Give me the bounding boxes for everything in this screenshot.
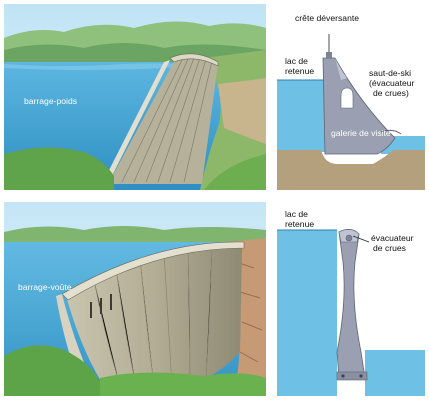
ski-jump-label-line2: (évacuateur bbox=[369, 78, 415, 88]
water-reflection bbox=[4, 63, 204, 70]
spillway-label-line2: de crues bbox=[373, 243, 406, 253]
ski-jump-lip bbox=[380, 129, 402, 135]
gravity-dam-section-diagram: crête déversante lac de retenue saut-de-… bbox=[277, 4, 425, 190]
arch-left-abutment bbox=[56, 294, 94, 386]
spillway-openings bbox=[90, 294, 112, 318]
foundation-bolt-right bbox=[359, 374, 363, 378]
reservoir-label-line1: lac de bbox=[285, 56, 308, 66]
crest-gate bbox=[326, 52, 332, 58]
arch-dam-label: barrage-voûte bbox=[18, 282, 72, 292]
arch-dam-cross-section: lac de retenue évacuateur de crues bbox=[277, 202, 425, 396]
spillway-crest bbox=[335, 58, 347, 80]
arch-dam-crest bbox=[61, 241, 245, 301]
arch-block-joints bbox=[93, 245, 213, 387]
dam-crest bbox=[169, 53, 219, 67]
arch-dam-illustration: barrage-voûte bbox=[4, 202, 266, 396]
gravity-dam-label: barrage-poids bbox=[24, 96, 77, 106]
foundation-ground bbox=[277, 150, 425, 190]
foundation-bolt-left bbox=[341, 374, 345, 378]
arch-dam-section-diagram: lac de retenue évacuateur de crues bbox=[277, 202, 425, 396]
spillway-gate bbox=[345, 234, 353, 242]
dam-downstream-face bbox=[108, 56, 218, 184]
reservoir-water bbox=[277, 230, 337, 396]
foreground-grass bbox=[4, 147, 114, 190]
ski-jump-label-line1: saut-de-ski bbox=[369, 68, 411, 78]
downstream-water bbox=[365, 350, 425, 396]
dam-block-joints bbox=[121, 57, 213, 183]
reservoir-water bbox=[277, 80, 329, 152]
crest-label: crête déversante bbox=[295, 13, 359, 23]
downstream-grass bbox=[100, 372, 266, 396]
gravity-dam-cross-section: crête déversante lac de retenue saut-de-… bbox=[277, 4, 425, 190]
gravity-dam-scene: barrage-poids bbox=[4, 4, 266, 190]
reservoir-label-line2: retenue bbox=[285, 219, 314, 229]
gallery-label: galerie de visite bbox=[331, 128, 391, 138]
downstream-valley bbox=[218, 78, 266, 144]
ski-jump-label-line3: de crues) bbox=[373, 88, 409, 98]
dam-foundation bbox=[336, 371, 368, 381]
right-rock-cliff bbox=[226, 238, 266, 396]
foreground-grass-right bbox=[204, 154, 266, 190]
rock-strata bbox=[235, 261, 263, 363]
dam-upstream-edge bbox=[102, 60, 170, 184]
arch-dam-scene: barrage-voûte bbox=[4, 202, 266, 396]
gravity-dam-illustration: barrage-poids bbox=[4, 4, 266, 190]
spillway-label-line1: évacuateur bbox=[371, 233, 414, 243]
foreground-grass bbox=[4, 345, 100, 396]
reservoir-label-line1: lac de bbox=[285, 209, 308, 219]
spillway-pointer bbox=[352, 235, 370, 243]
reservoir-label-line2: retenue bbox=[285, 66, 314, 76]
dam-body-section bbox=[322, 57, 396, 155]
inspection-gallery bbox=[340, 87, 354, 109]
